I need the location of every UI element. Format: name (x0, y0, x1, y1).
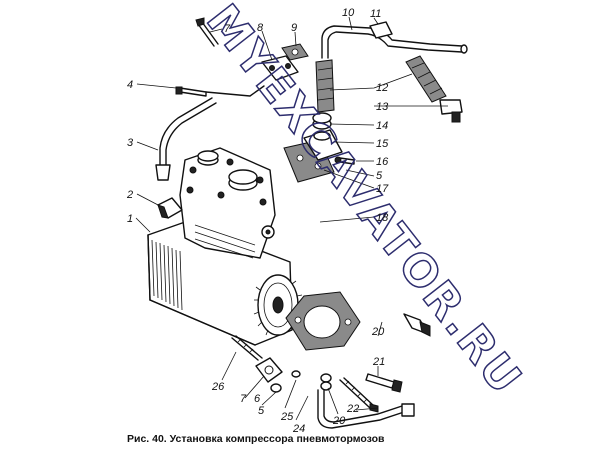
leader-lines (135, 16, 448, 421)
label-13: 13 (376, 101, 389, 113)
flange-15 (303, 129, 343, 161)
label-20-lower: 20 (332, 415, 346, 427)
nut-lower (320, 373, 332, 391)
fitting-2 (157, 197, 183, 219)
label-11: 11 (370, 8, 381, 20)
label-1: 1 (127, 213, 133, 225)
label-7-lower: 7 (240, 393, 247, 405)
bolt-4 (175, 85, 265, 97)
flange-8 (261, 55, 299, 81)
pipe-24 (317, 389, 415, 429)
stud-26 (231, 335, 263, 361)
label-10: 10 (342, 7, 355, 19)
label-22: 22 (346, 403, 359, 415)
label-16: 16 (376, 156, 389, 168)
screw-7-top (195, 17, 219, 47)
pipe-3 (155, 97, 217, 181)
figure-caption: Рис. 40. Установка компрессора пневмотор… (127, 433, 385, 445)
fitting-13 (439, 99, 463, 123)
pipe-10 (321, 25, 468, 59)
washer-6 (270, 383, 282, 393)
label-8: 8 (257, 22, 264, 34)
label-15: 15 (376, 138, 389, 150)
label-6: 6 (254, 393, 261, 405)
label-14: 14 (376, 120, 388, 132)
label-2: 2 (126, 189, 133, 201)
clip-11 (369, 21, 393, 39)
label-24: 24 (292, 423, 305, 435)
label-21: 21 (372, 356, 385, 368)
label-5-lower: 5 (258, 405, 265, 417)
label-3: 3 (127, 137, 134, 149)
label-7-top: 7 (224, 23, 231, 35)
hose-12-left (315, 59, 335, 113)
bolt-16 (334, 156, 355, 165)
gasket-9 (281, 43, 309, 61)
washer-25 (291, 370, 301, 378)
label-5-upper: 5 (376, 170, 383, 182)
hose-12-right (405, 55, 447, 103)
bolt-21 (365, 373, 403, 393)
flange-7-lower (255, 357, 283, 383)
label-26: 26 (211, 381, 225, 393)
label-4: 4 (127, 79, 133, 91)
part-labels: 1 2 3 4 7 8 9 10 11 12 13 14 15 16 5 17 … (126, 7, 389, 435)
label-9: 9 (291, 22, 297, 34)
label-12: 12 (376, 82, 388, 94)
label-20: 20 (371, 326, 385, 338)
label-17: 17 (376, 183, 389, 195)
label-18: 18 (376, 212, 389, 224)
label-25: 25 (280, 411, 294, 423)
mounting-gasket (285, 291, 361, 351)
cylinder-block (179, 147, 276, 259)
fitting-20 (403, 313, 431, 337)
